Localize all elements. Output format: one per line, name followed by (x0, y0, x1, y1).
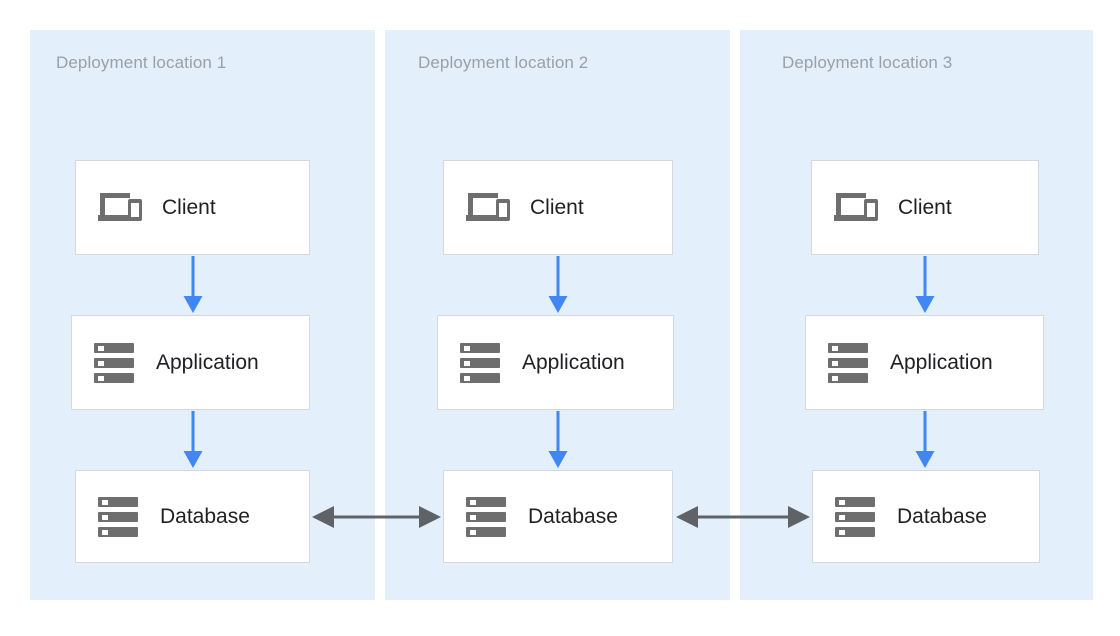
node-application-deployment-location-1[interactable]: Application (71, 315, 310, 410)
devices-icon (98, 189, 144, 227)
server-icon (98, 495, 142, 539)
devices-icon (834, 189, 880, 227)
server-icon-glyph (94, 342, 134, 383)
node-application-deployment-location-2[interactable]: Application (437, 315, 674, 410)
node-label-database: Database (897, 505, 987, 528)
node-label-database: Database (160, 505, 250, 528)
server-icon (828, 341, 872, 385)
server-icon-glyph (460, 342, 500, 383)
devices-icon-glyph (834, 192, 878, 221)
devices-icon-glyph (466, 192, 510, 221)
server-icon (466, 495, 510, 539)
devices-icon-glyph (98, 192, 142, 221)
server-icon-glyph (835, 496, 875, 537)
server-icon-glyph (466, 496, 506, 537)
node-label-application: Application (522, 351, 625, 374)
node-label-application: Application (156, 351, 259, 374)
server-icon-glyph (828, 342, 868, 383)
server-icon (460, 341, 504, 385)
node-label-application: Application (890, 351, 993, 374)
node-label-database: Database (528, 505, 618, 528)
node-label-client: Client (530, 196, 584, 219)
node-database-deployment-location-1[interactable]: Database (75, 470, 310, 563)
node-database-deployment-location-3[interactable]: Database (812, 470, 1040, 563)
server-icon (835, 495, 879, 539)
devices-icon (466, 189, 512, 227)
node-client-deployment-location-2[interactable]: Client (443, 160, 673, 255)
node-database-deployment-location-2[interactable]: Database (443, 470, 673, 563)
node-label-client: Client (162, 196, 216, 219)
panel-title-deployment-location-2: Deployment location 2 (418, 53, 589, 72)
node-application-deployment-location-3[interactable]: Application (805, 315, 1044, 410)
panel-title-deployment-location-1: Deployment location 1 (56, 53, 227, 72)
panel-title-deployment-location-3: Deployment location 3 (782, 53, 953, 72)
server-icon-glyph (98, 496, 138, 537)
server-icon (94, 341, 138, 385)
node-label-client: Client (898, 196, 952, 219)
node-client-deployment-location-1[interactable]: Client (75, 160, 310, 255)
node-client-deployment-location-3[interactable]: Client (811, 160, 1039, 255)
